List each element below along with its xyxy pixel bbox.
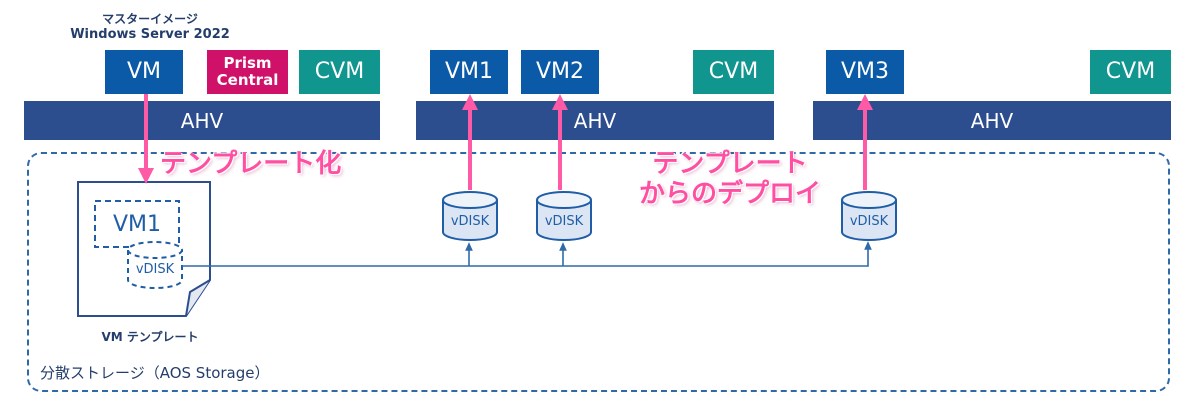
vm2-box: VM2 — [521, 50, 599, 94]
template-disk-label: vDISK — [135, 262, 175, 277]
deploy-annotation-line1: テンプレート — [652, 149, 808, 179]
distributed-storage-area — [27, 152, 1170, 392]
prism-central-line2: Central — [216, 71, 279, 89]
master-caption: マスターイメージ Windows Server 2022 — [60, 12, 240, 43]
template-disk-icon — [127, 241, 183, 289]
vm3-box: VM3 — [826, 50, 904, 94]
cvm-box-host2: CVM — [693, 50, 774, 94]
clone-line — [182, 241, 872, 267]
vdisk-label-2: vDISK — [544, 214, 584, 229]
vdisk-icon-1 — [442, 191, 498, 241]
template-vm-label: VM1 — [112, 211, 162, 237]
vdisk-icon-3 — [841, 191, 897, 241]
vdisk-icon-2 — [536, 191, 592, 241]
vdisk-label-3: vDISK — [849, 214, 889, 229]
deploy-annotation: テンプレート からのデプロイ — [630, 149, 830, 210]
storage-label: 分散ストレージ（AOS Storage） — [40, 364, 270, 382]
deploy-annotation-line2: からのデプロイ — [638, 178, 821, 209]
master-vm-box: VM — [105, 50, 183, 94]
templatize-annotation: テンプレート化 — [160, 149, 342, 179]
ahv-bar-host1: AHV — [24, 101, 380, 140]
template-caption: VM テンプレート — [101, 330, 199, 344]
prism-central-line1: Prism — [223, 53, 272, 72]
vm1-box: VM1 — [430, 50, 508, 94]
vdisk-label-1: vDISK — [450, 214, 490, 229]
master-caption-line2: Windows Server 2022 — [70, 27, 230, 42]
prism-central-box: Prism Central — [207, 50, 288, 94]
cvm-box-host3: CVM — [1090, 50, 1171, 94]
master-caption-line1: マスターイメージ — [102, 12, 198, 26]
cvm-box-host1: CVM — [299, 50, 380, 94]
